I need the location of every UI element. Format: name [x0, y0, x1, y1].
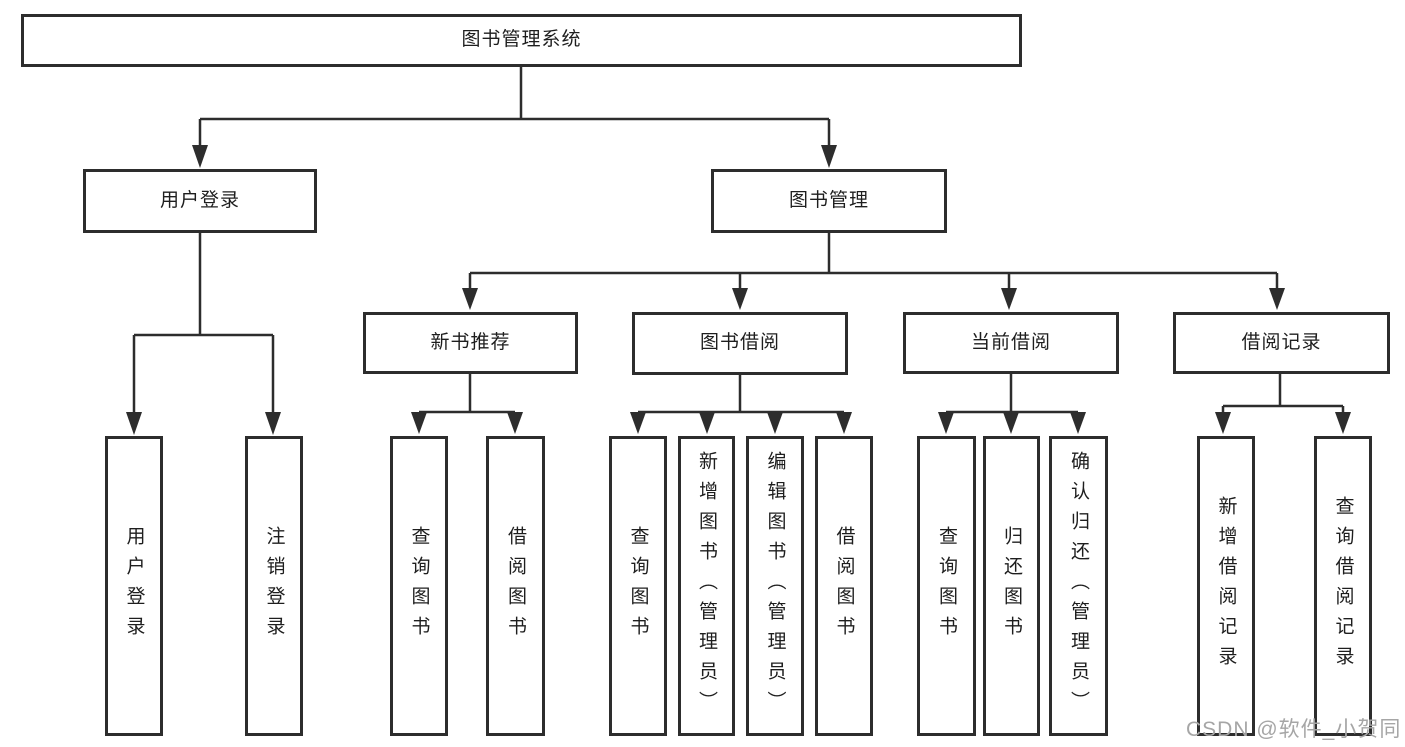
node-book-borrow: 图书借阅 — [632, 312, 848, 375]
node-leaf-borrow-books-2: 借阅图书 — [815, 436, 873, 736]
node-leaf-add-book-admin: 新增图书（管理员） — [678, 436, 735, 736]
node-leaf-return-book: 归还图书 — [983, 436, 1040, 736]
node-system-root: 图书管理系统 — [21, 14, 1022, 67]
node-leaf-edit-book-admin: 编辑图书（管理员） — [746, 436, 804, 736]
node-leaf-user-login: 用户登录 — [105, 436, 163, 736]
node-borrow-record: 借阅记录 — [1173, 312, 1390, 374]
node-leaf-query-books-2: 查询图书 — [609, 436, 667, 736]
node-leaf-query-borrow-record: 查询借阅记录 — [1314, 436, 1372, 736]
csdn-watermark: CSDN @软件_小贺同学 — [1186, 718, 1402, 741]
node-leaf-query-books-1: 查询图书 — [390, 436, 448, 736]
node-book-management-branch: 图书管理 — [711, 169, 947, 233]
node-leaf-borrow-books-1: 借阅图书 — [486, 436, 545, 736]
node-current-borrow: 当前借阅 — [903, 312, 1119, 374]
node-leaf-add-borrow-record: 新增借阅记录 — [1197, 436, 1255, 736]
node-new-book-recommend: 新书推荐 — [363, 312, 578, 374]
node-user-login-branch: 用户登录 — [83, 169, 317, 233]
node-leaf-logout: 注销登录 — [245, 436, 303, 736]
node-leaf-query-books-3: 查询图书 — [917, 436, 976, 736]
node-leaf-confirm-return-admin: 确认归还（管理员） — [1049, 436, 1108, 736]
